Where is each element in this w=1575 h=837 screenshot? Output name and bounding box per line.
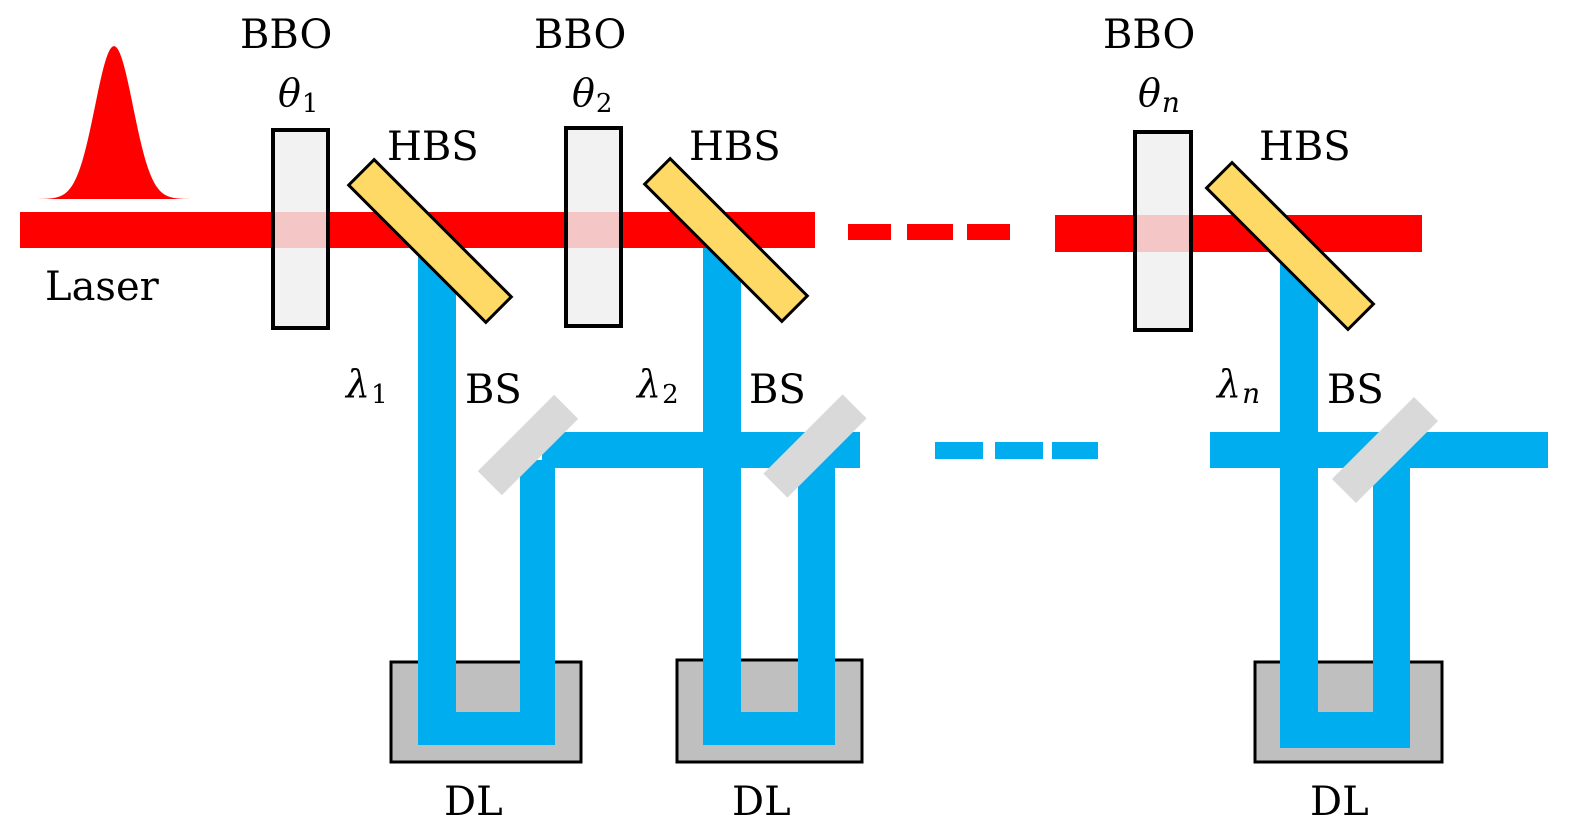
theta-label-n: θn <box>1138 71 1180 119</box>
dl-label-2: DL <box>732 779 791 825</box>
dl-label-1: DL <box>444 779 503 825</box>
theta-label-1: θ1 <box>278 71 318 119</box>
lambda-label-1: λ1 <box>344 362 388 410</box>
bbo-crystal-n <box>1133 130 1193 332</box>
lambda-label-n: λn <box>1215 362 1260 410</box>
beam-splitter-1 <box>477 394 579 496</box>
bs-label-n: BS <box>1327 367 1384 413</box>
bs-label-1: BS <box>465 367 522 413</box>
signal-ellipsis-dash-3 <box>1052 442 1098 459</box>
signal-ellipsis-dash-1 <box>935 442 983 459</box>
signal-beam-1-down <box>418 245 456 745</box>
theta-label-2: θ2 <box>572 71 612 119</box>
signal-beam-2-return <box>798 460 835 745</box>
hbs-label-2: HBS <box>689 124 781 170</box>
signal-beam-n-return <box>1373 465 1410 748</box>
signal-ellipsis-dash-2 <box>995 442 1043 459</box>
beam-splitter-n <box>1331 396 1439 504</box>
laser-ellipsis-dash-1 <box>848 224 891 240</box>
signal-beam-n-down <box>1280 245 1318 748</box>
bbo-label-2: BBO <box>534 12 626 58</box>
signal-beam-2-down <box>703 245 741 745</box>
harmonic-beam-splitter-1 <box>346 157 514 325</box>
lambda-label-2: λ2 <box>635 362 679 410</box>
laser-label: Laser <box>45 264 160 310</box>
bbo-crystal-1 <box>271 128 330 330</box>
laser-ellipsis-dash-2 <box>907 224 953 240</box>
hbs-label-1: HBS <box>387 124 479 170</box>
harmonic-beam-splitter-n <box>1204 160 1376 332</box>
bbo-label-n: BBO <box>1103 12 1195 58</box>
bbo-label-1: BBO <box>240 12 332 58</box>
harmonic-beam-splitter-2 <box>642 156 810 324</box>
beam-splitter-2 <box>763 394 867 498</box>
bs-label-2: BS <box>749 367 806 413</box>
gaussian-pulse-icon <box>38 46 190 199</box>
laser-ellipsis-dash-3 <box>967 224 1010 240</box>
bbo-crystal-2 <box>564 126 623 328</box>
hbs-label-n: HBS <box>1259 124 1351 170</box>
signal-beam-1-return <box>520 460 555 745</box>
dl-label-n: DL <box>1310 779 1369 825</box>
